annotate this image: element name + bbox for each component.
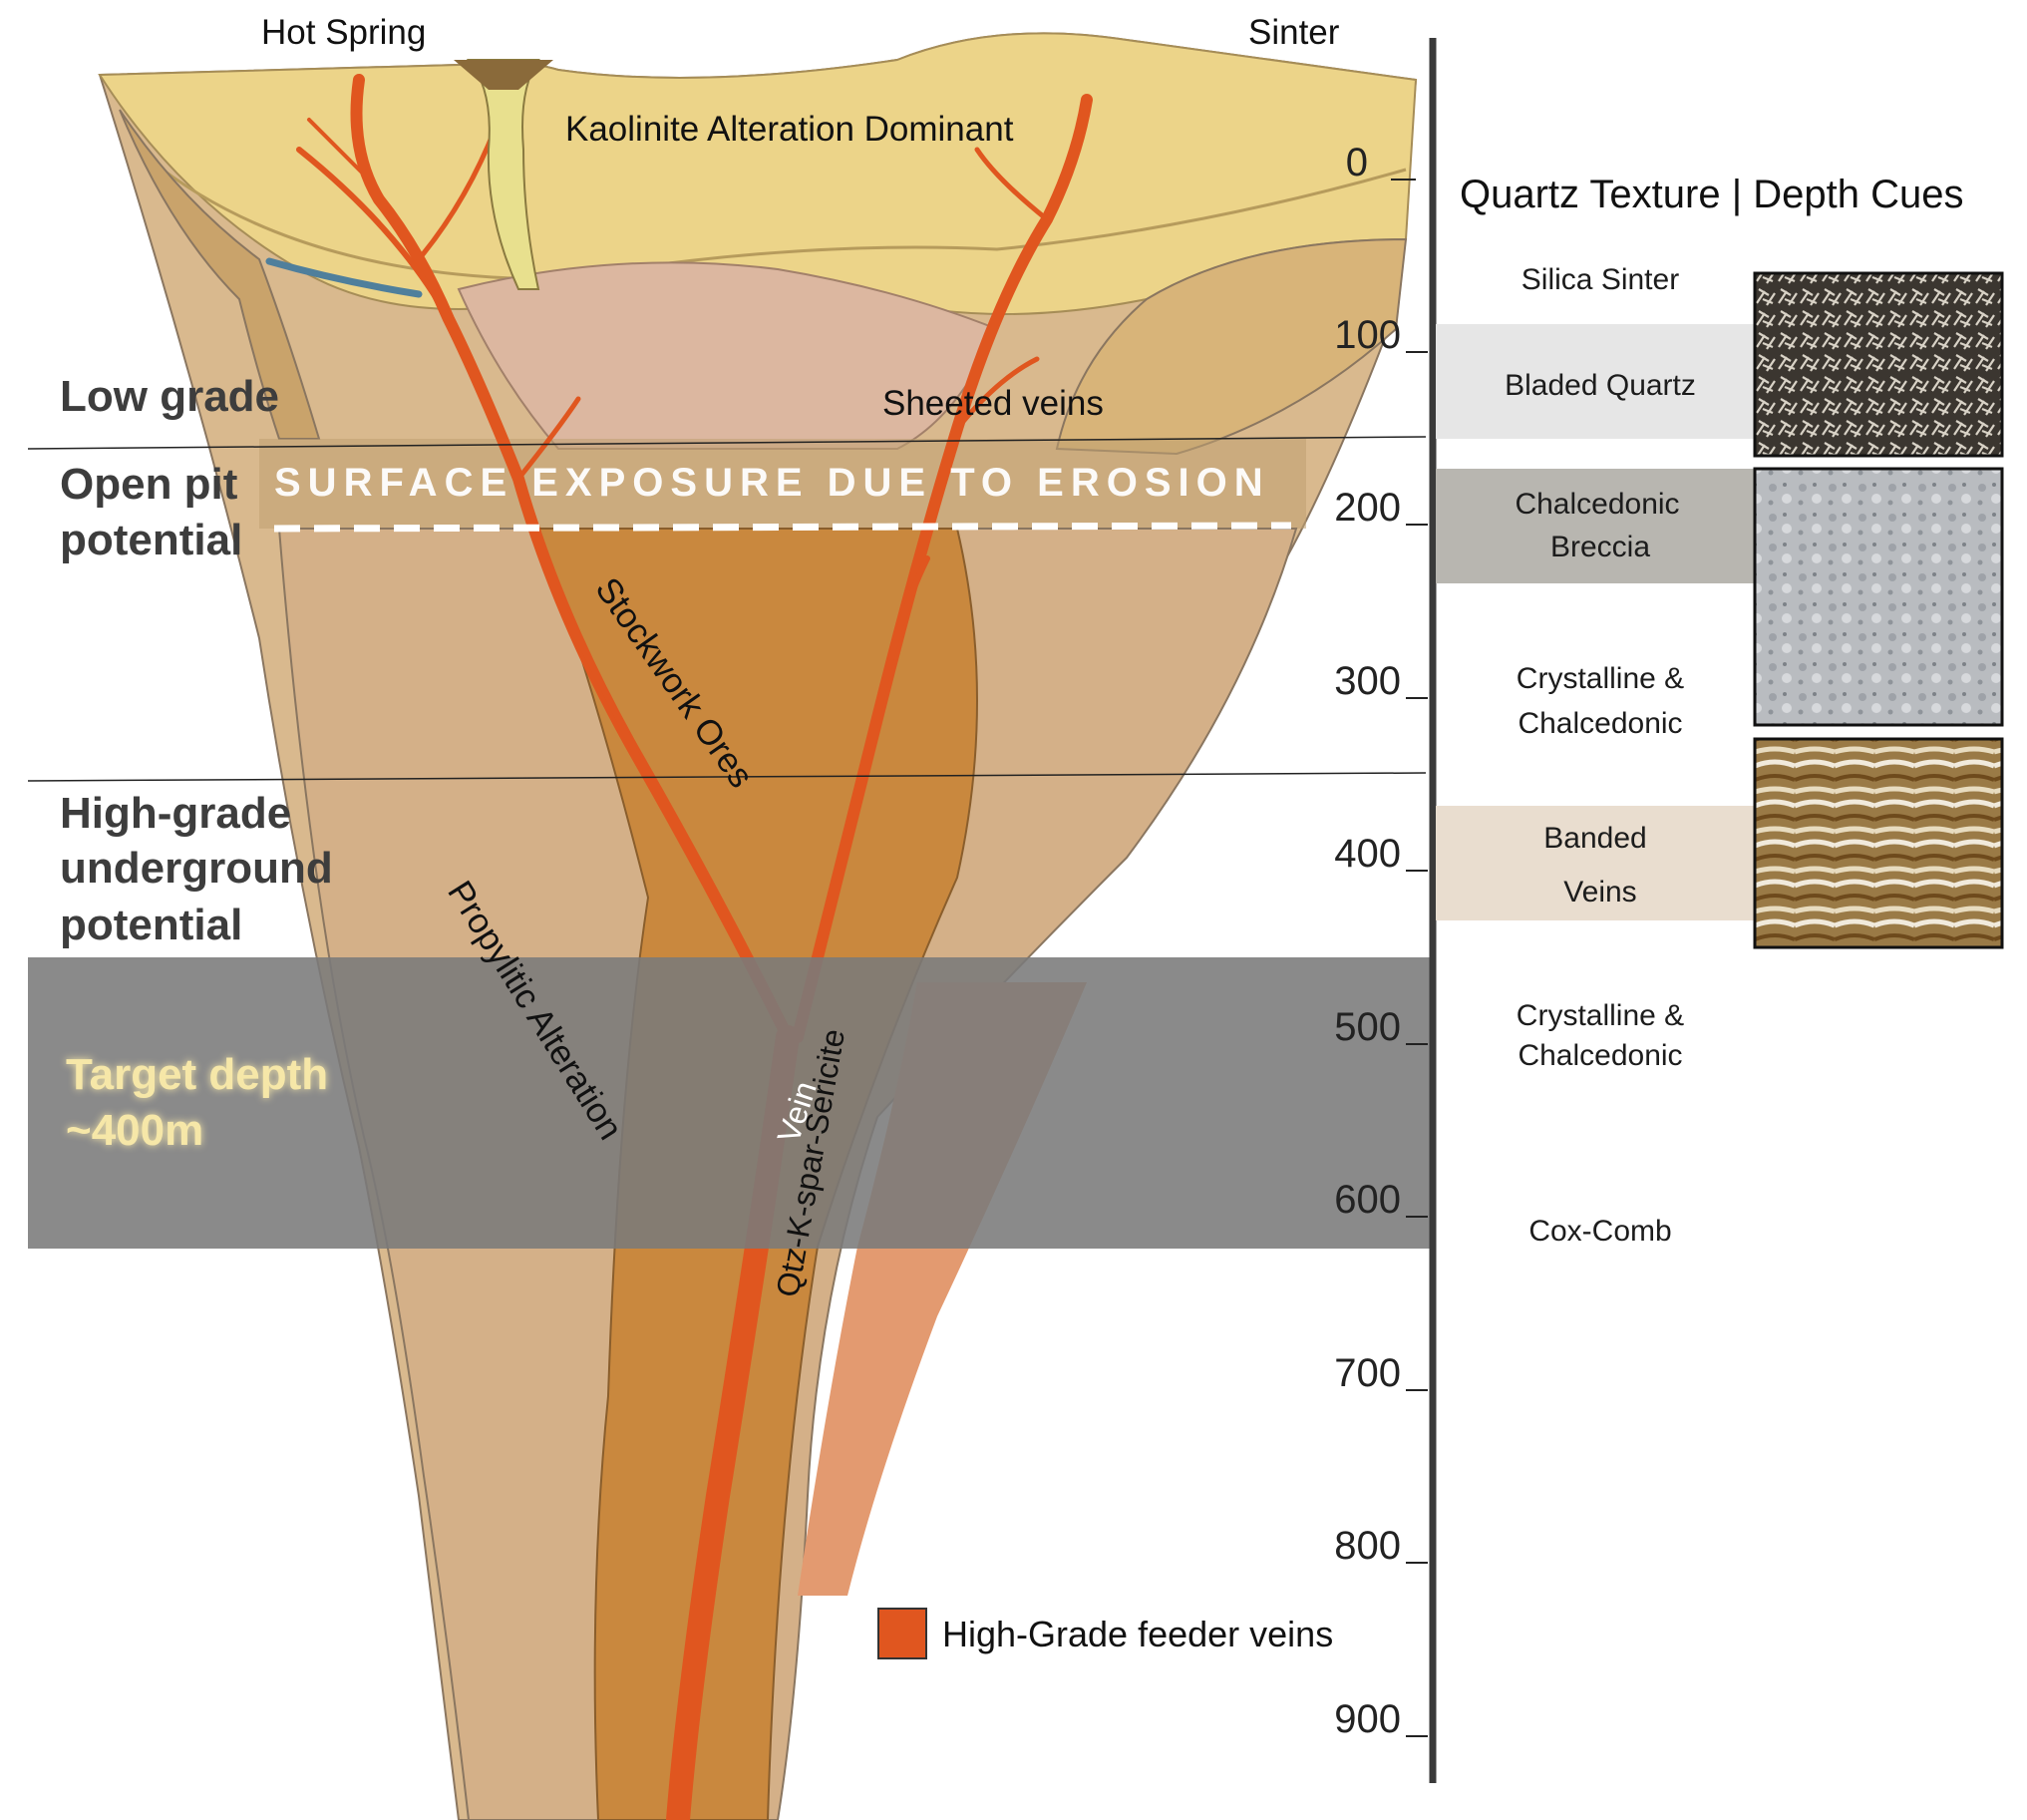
zone-target-2: ~400m: [66, 1106, 203, 1155]
texture-bladed-quartz: Bladed Quartz: [1505, 369, 1696, 402]
photo-chalcedonic-breccia: [1755, 469, 2002, 725]
texture-silica-sinter: Silica Sinter: [1521, 263, 1679, 296]
depth-tick-600: 600: [1334, 1178, 1401, 1222]
label-kaolinite: Kaolinite Alteration Dominant: [565, 110, 1014, 149]
depth-tick-300: 300: [1334, 659, 1401, 703]
photo-bladed-quartz: [1755, 273, 2002, 456]
label-hot-spring: Hot Spring: [261, 13, 426, 52]
texture-crystalline-1a: Crystalline &: [1517, 662, 1684, 695]
zone-open-pit-2: potential: [60, 516, 242, 564]
band-chalcedonic-breccia: [1436, 469, 1757, 583]
depth-tick-700: 700: [1334, 1351, 1401, 1395]
texture-banded-1: Banded: [1543, 822, 1646, 855]
depth-tick-400: 400: [1334, 832, 1401, 876]
target-depth-band: [28, 957, 1432, 1249]
legend-label: High-Grade feeder veins: [942, 1614, 1333, 1654]
texture-cox-comb: Cox-Comb: [1528, 1215, 1671, 1248]
zone-high-grade-3: potential: [60, 901, 242, 949]
photo-banded-veins: [1755, 739, 2002, 947]
label-sheeted-veins: Sheeted veins: [882, 384, 1104, 423]
label-sinter: Sinter: [1248, 13, 1340, 52]
zone-open-pit-1: Open pit: [60, 460, 238, 509]
label-erosion: SURFACE EXPOSURE DUE TO EROSION: [274, 461, 1270, 505]
depth-tick-500: 500: [1334, 1005, 1401, 1049]
zone-low-grade: Low grade: [60, 372, 279, 421]
texture-panel-title: Quartz Texture | Depth Cues: [1460, 173, 1963, 216]
depth-tick-200: 200: [1334, 486, 1401, 530]
texture-crystalline-2a: Crystalline &: [1517, 999, 1684, 1032]
texture-crystalline-2b: Chalcedonic: [1518, 1039, 1682, 1072]
texture-crystalline-1b: Chalcedonic: [1518, 707, 1682, 740]
depth-tick-0: 0: [1346, 141, 1368, 184]
depth-tick-100: 100: [1334, 313, 1401, 357]
zone-target-1: Target depth: [66, 1050, 328, 1099]
depth-tick-800: 800: [1334, 1524, 1401, 1568]
legend-swatch: [878, 1609, 926, 1658]
texture-banded-2: Veins: [1563, 876, 1636, 909]
depth-tick-900: 900: [1334, 1697, 1401, 1741]
texture-breccia-2: Breccia: [1550, 531, 1650, 563]
zone-high-grade-2: underground: [60, 844, 333, 893]
texture-breccia-1: Chalcedonic: [1515, 488, 1679, 521]
zone-high-grade-1: High-grade: [60, 789, 291, 838]
